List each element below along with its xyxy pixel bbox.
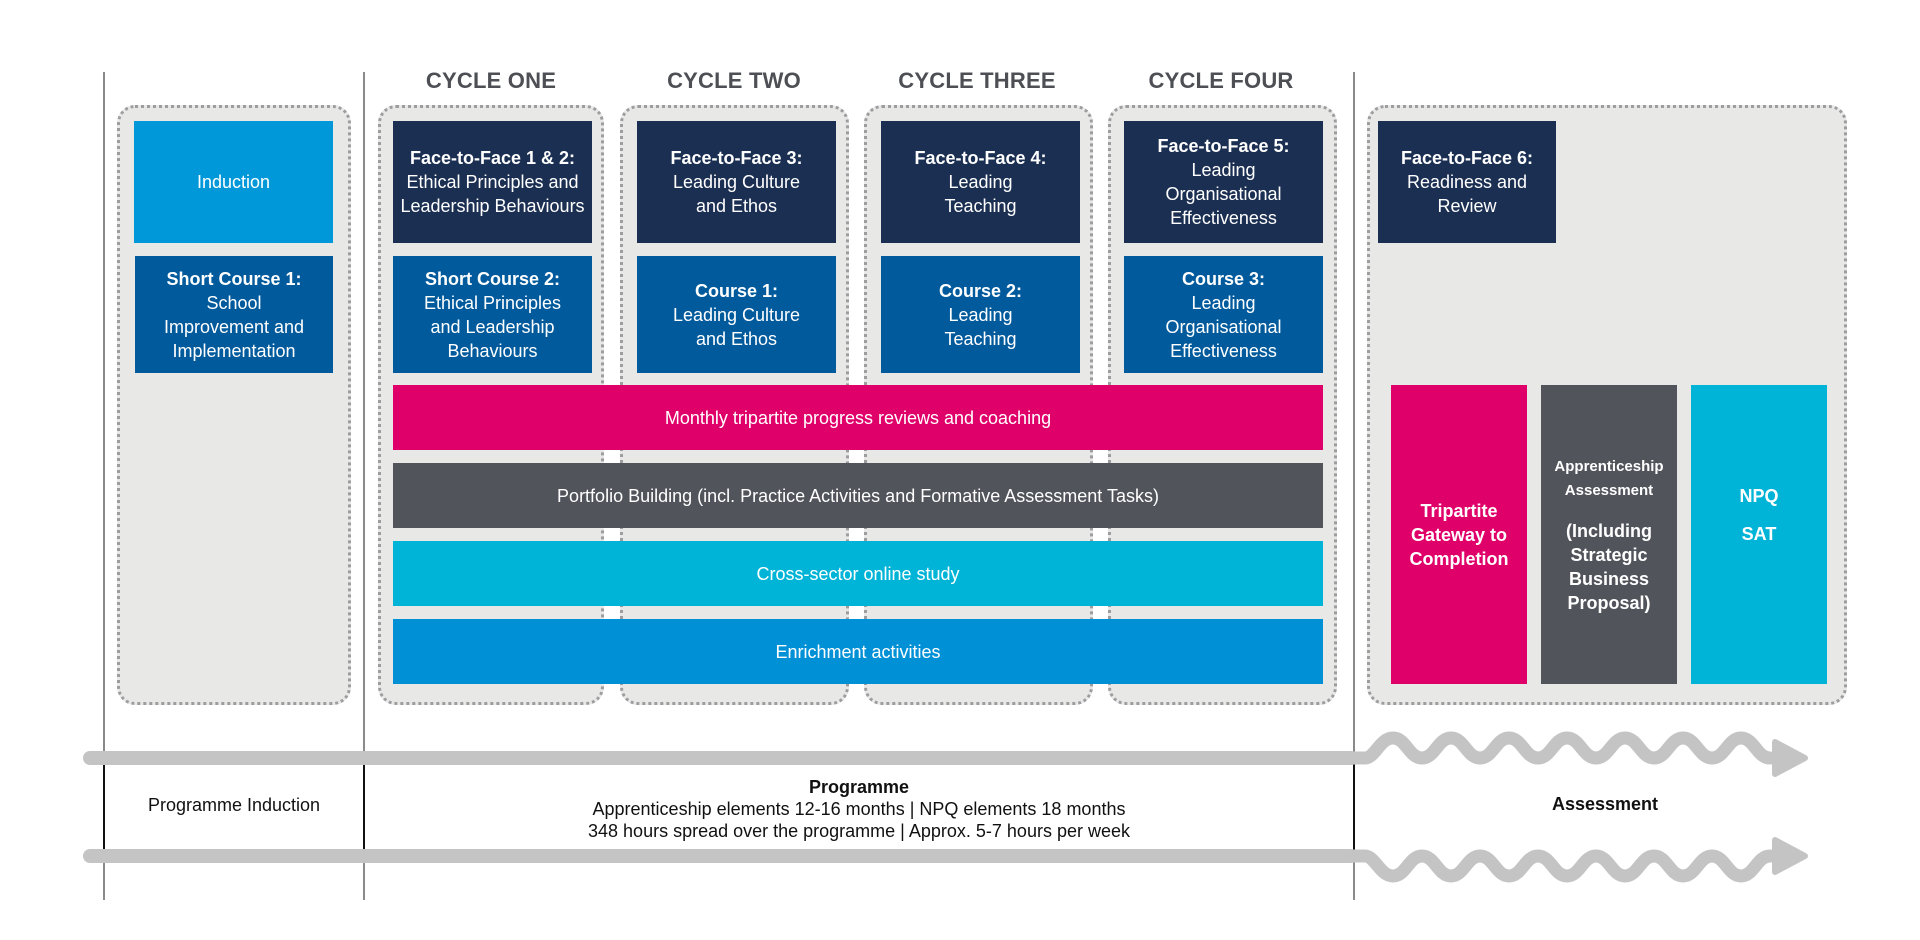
short-course-1-line: Improvement and [163,316,305,337]
timeline-divider-induction [363,763,365,851]
cycle-title-four: CYCLE FOUR [1148,68,1294,93]
face-to-face-line: Leading [948,172,1013,192]
course-line: Leading [948,304,1013,325]
apprenticeship-heading: Apprenticeship [1554,457,1664,475]
gateway-line: Gateway to [1410,524,1508,545]
band-online-study-label: Cross-sector online study [756,563,960,584]
face-to-face-line: and Ethos [695,196,778,216]
induction-label: Induction [196,172,271,192]
divider-induction-programme [363,72,365,900]
band-enrichment-label: Enrichment activities [775,641,941,662]
npq-label: NPQ [1739,485,1779,506]
sat-label: SAT [1741,523,1777,544]
face-to-face-line: Leading [1191,160,1256,180]
programme-induction-label: Programme Induction [147,795,321,815]
face-to-face-4-box: Face-to-Face 4: Leading Teaching [881,121,1080,243]
face-to-face-title: Face-to-Face 4: [914,148,1047,168]
divider-programme-assessment [1353,72,1355,900]
face-to-face-line: Effectiveness [1170,208,1277,228]
face-to-face-title: Face-to-Face 6: [1400,148,1534,168]
short-course-2-box: Short Course 2: Ethical Principles and L… [393,256,592,373]
band-coaching-label: Monthly tripartite progress reviews and … [664,407,1052,428]
face-to-face-1-2-box: Face-to-Face 1 & 2: Ethical Principles a… [393,121,592,243]
course-line: and Ethos [695,328,778,349]
face-to-face-title: Face-to-Face 3: [670,148,803,168]
apprenticeship-heading: Assessment [1564,481,1654,499]
face-to-face-title: Face-to-Face 5: [1157,136,1290,156]
band-enrichment: Enrichment activities [393,619,1323,684]
course-line: Effectiveness [1170,340,1277,361]
gateway-line: Tripartite [1420,500,1498,521]
face-to-face-line: Review [1437,196,1497,216]
programme-title: Programme [808,777,910,797]
short-course-1-line: School [206,292,262,313]
arrow-head-top [1772,739,1808,777]
course-line: Organisational [1165,316,1282,337]
course-1-box: Course 1: Leading Culture and Ethos [637,256,836,373]
cycle-title-three: CYCLE THREE [898,68,1056,93]
course-line: Behaviours [447,340,538,361]
apprenticeship-detail: Strategic [1570,544,1648,565]
band-portfolio: Portfolio Building (incl. Practice Activ… [393,463,1323,528]
course-title: Short Course 2: [424,268,561,289]
course-title: Course 1: [694,280,779,301]
course-2-box: Course 2: Leading Teaching [881,256,1080,373]
wavy-arrows [1350,731,1808,883]
face-to-face-line: Teaching [944,196,1017,216]
face-to-face-line: Leading Culture [672,172,801,192]
face-to-face-line: Readiness and [1406,172,1528,192]
short-course-1-title: Short Course 1: [166,268,302,289]
apprenticeship-detail: Proposal) [1567,592,1651,613]
apprenticeship-assessment-box: Apprenticeship Assessment (Including Str… [1541,385,1677,684]
induction-box: Induction [134,121,333,243]
face-to-face-title: Face-to-Face 1 & 2: [409,148,576,168]
apprenticeship-detail: Business [1568,568,1650,589]
course-line: Teaching [944,328,1017,349]
timeline-bar-bottom [83,849,1358,863]
course-title: Course 3: [1181,268,1266,289]
programme-duration: Apprenticeship elements 12-16 months | N… [592,799,1126,819]
timeline-divider-left [103,763,105,851]
programme-hours: 348 hours spread over the programme | Ap… [588,821,1130,841]
assessment-label: Assessment [1551,794,1659,814]
course-line: Ethical Principles [423,292,562,313]
band-portfolio-label: Portfolio Building (incl. Practice Activ… [557,485,1159,506]
course-line: Leading [1191,292,1256,313]
course-title: Course 2: [938,280,1023,301]
divider-left [103,72,105,900]
face-to-face-6-box: Face-to-Face 6: Readiness and Review [1378,121,1556,243]
programme-summary: Programme Apprenticeship elements 12-16 … [365,776,1353,842]
short-course-1-line: Implementation [172,340,296,361]
gateway-box: Tripartite Gateway to Completion [1391,385,1527,684]
face-to-face-3-box: Face-to-Face 3: Leading Culture and Etho… [637,121,836,243]
face-to-face-line: Leadership Behaviours [400,196,585,216]
timeline-divider-assessment [1353,763,1355,851]
course-line: and Leadership [430,316,555,337]
course-line: Leading Culture [672,304,801,325]
cycle-title-two: CYCLE TWO [667,68,801,93]
band-coaching: Monthly tripartite progress reviews and … [393,385,1323,450]
wavy-arrow-bottom [1350,849,1777,883]
band-online-study: Cross-sector online study [393,541,1323,606]
wavy-arrow-top [1350,731,1777,765]
short-course-1-box: Short Course 1: School Improvement and I… [135,256,333,373]
apprenticeship-detail: (Including [1566,520,1652,541]
face-to-face-5-box: Face-to-Face 5: Leading Organisational E… [1124,121,1323,243]
npq-sat-box: NPQ SAT [1691,385,1827,684]
gateway-line: Completion [1409,548,1509,569]
cycle-title-one: CYCLE ONE [425,68,557,93]
face-to-face-line: Ethical Principles and [406,172,579,192]
arrow-head-bottom [1772,837,1808,875]
face-to-face-line: Organisational [1165,184,1282,204]
course-3-box: Course 3: Leading Organisational Effecti… [1124,256,1323,373]
timeline-bar-top [83,751,1358,765]
